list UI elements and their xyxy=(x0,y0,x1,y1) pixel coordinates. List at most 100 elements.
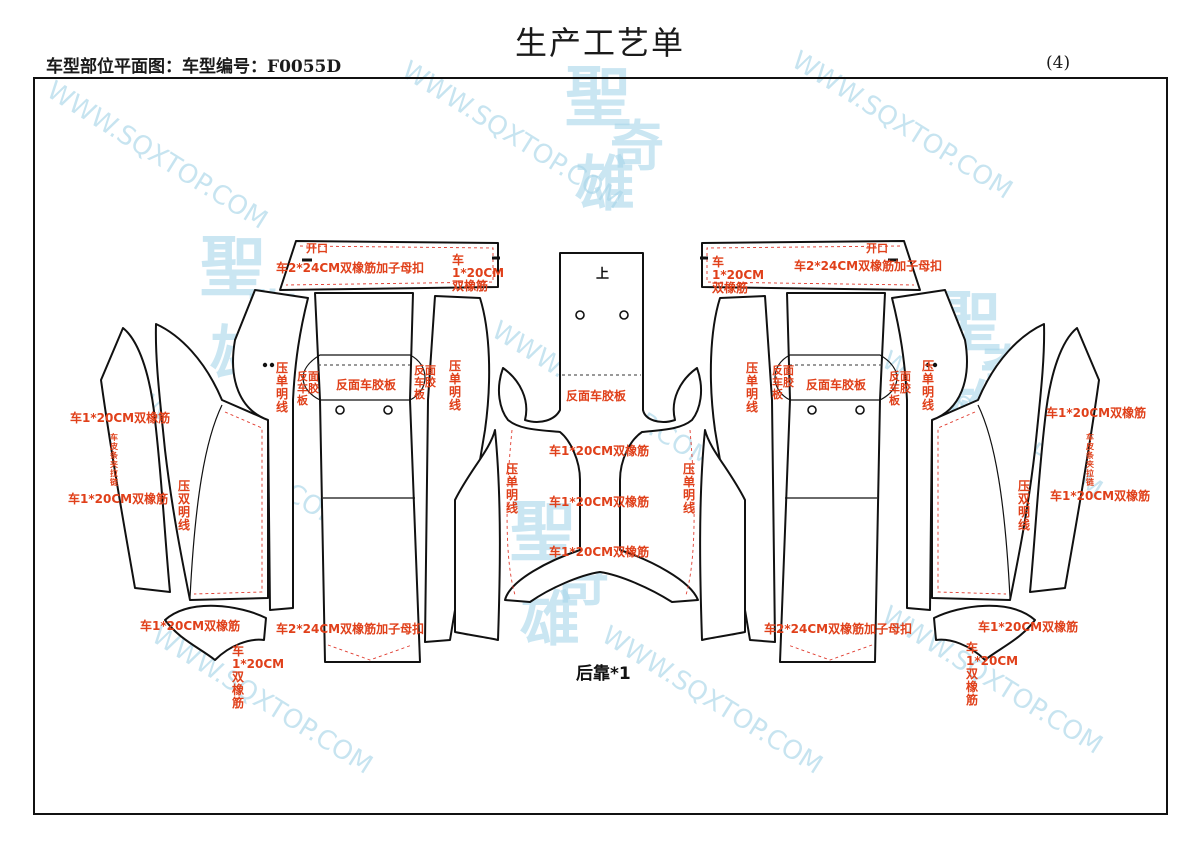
label-press-single: 单 xyxy=(922,371,934,386)
hole-marker xyxy=(262,362,268,368)
label-sew-20cm: 车1*20CM双橡筋 xyxy=(1050,488,1150,503)
hole-marker xyxy=(619,310,629,320)
label-rev-glue-v2: 车胶 xyxy=(414,375,436,389)
seam-line xyxy=(937,411,1007,595)
label-sew-20cm: 车1*20CM双橡筋 xyxy=(1046,405,1146,420)
seam-line xyxy=(327,644,413,661)
label-sew-20cm-v: 橡 xyxy=(232,682,245,697)
label-sew-20cm-v: 筋 xyxy=(231,695,244,710)
hole-marker xyxy=(855,405,865,415)
right-pattern-group xyxy=(699,240,1100,663)
label-sew-20cm: 车1*20CM双橡筋 xyxy=(68,491,168,506)
label-small-v: 条 xyxy=(1085,450,1095,460)
watermark-url: WWW.SQXTOP.COM xyxy=(786,45,1017,205)
page-number: (4) xyxy=(1046,53,1071,73)
label-press-double: 线 xyxy=(178,517,190,532)
hole-marker xyxy=(807,405,817,415)
seam-line xyxy=(787,644,873,661)
label-rev-glue-v1: 反面 xyxy=(414,363,436,377)
label-press-double: 明 xyxy=(178,505,190,519)
model-plan-subtitle: 车型部位平面图：车型编号：F0055D xyxy=(46,57,342,77)
inner-curve xyxy=(189,404,223,599)
label-small-v: 夹 xyxy=(1086,459,1094,469)
label-press-single: 单 xyxy=(683,474,695,489)
label-small-v: 夹 xyxy=(110,459,118,469)
label-press-single: 线 xyxy=(746,399,758,414)
watermark-logo-char: 奇 xyxy=(610,114,664,178)
inner-curve xyxy=(977,404,1011,599)
hole-marker xyxy=(335,405,345,415)
label-press-single: 单 xyxy=(746,373,758,388)
label-small-v: 拉 xyxy=(1086,468,1094,478)
label-rev-glue-v3: 板 xyxy=(889,393,901,407)
label-sew-20cm-line3: 双橡筋 xyxy=(712,280,748,295)
pattern-piece-outer-right xyxy=(1029,327,1100,593)
label-press-double: 压 xyxy=(1018,479,1030,493)
label-rev-glue-v1: 反面 xyxy=(772,363,794,377)
label-rev-glue-v3: 板 xyxy=(297,393,309,407)
label-rev-glue-v3: 板 xyxy=(414,387,426,401)
label-press-single: 明 xyxy=(746,387,758,401)
center-labels: 上 反面车胶板 车1*20CM双橡筋 车1*20CM双橡筋 车1*20CM双橡筋… xyxy=(549,267,649,684)
pattern-piece-top-strip xyxy=(279,240,499,291)
label-sew-20cm-v: 双 xyxy=(232,670,244,684)
label-press-single: 单 xyxy=(506,474,518,489)
label-sew-20cm: 车1*20CM双橡筋 xyxy=(549,494,649,509)
label-press-single: 明 xyxy=(683,488,695,502)
label-press-single: 明 xyxy=(449,385,461,399)
label-sew-20cm-line1: 车 xyxy=(712,254,724,269)
label-sew-20cm: 车1*20CM双橡筋 xyxy=(70,410,170,425)
label-rev-glue-v2: 车胶 xyxy=(772,375,794,389)
label-small-v: 链 xyxy=(110,477,119,487)
label-sew-20cm-line2: 1*20CM xyxy=(712,268,764,282)
pattern-piece-main-panel-left xyxy=(314,292,421,663)
pattern-piece-curve-right xyxy=(699,429,746,641)
pattern-piece-side-left xyxy=(154,323,269,601)
pattern-piece-back-rest xyxy=(497,252,703,603)
label-sew-20cm-v: 车 xyxy=(966,640,978,655)
label-sew-24cm-buckle: 车2*24CM双橡筋加子母扣 xyxy=(794,258,942,273)
label-rev-glue-v2: 车胶 xyxy=(889,381,911,395)
seam-line xyxy=(506,429,516,596)
label-press-double: 明 xyxy=(1018,505,1030,519)
watermark-url: WWW.SQXTOP.COM xyxy=(41,75,272,235)
hole-marker xyxy=(269,362,275,368)
label-back-rest: 后靠*1 xyxy=(576,663,631,684)
label-sew-24cm-buckle: 车2*24CM双橡筋加子母扣 xyxy=(276,621,424,636)
watermark-logo-char: 雄 xyxy=(575,150,635,220)
label-press-double: 压 xyxy=(178,479,190,493)
label-sew-20cm-v: 1*20CM xyxy=(966,654,1018,668)
label-small-v: 条 xyxy=(109,450,119,460)
label-press-single: 明 xyxy=(506,488,518,502)
label-sew-20cm-v: 橡 xyxy=(966,679,979,694)
label-press-single: 单 xyxy=(449,371,461,386)
pattern-piece-top-strip xyxy=(701,240,921,291)
label-press-single: 线 xyxy=(683,500,695,515)
label-small-v: 拉 xyxy=(110,468,118,478)
label-rev-glue-v1: 反面 xyxy=(889,369,911,383)
label-rev-glue-panel: 反面车胶板 xyxy=(566,388,627,403)
seam-line xyxy=(685,429,695,596)
label-press-single: 压 xyxy=(276,361,288,375)
left-labels: 开口 车2*24CM双橡筋加子母扣 车 1*20CM 双橡筋 反面车胶板 反面 … xyxy=(68,242,518,710)
label-press-double: 线 xyxy=(1018,517,1030,532)
label-sew-20cm-line1: 车 xyxy=(452,252,464,267)
hole-marker xyxy=(932,362,938,368)
seam-line xyxy=(706,245,915,286)
label-rev-glue-v2: 车胶 xyxy=(297,381,319,395)
label-rev-glue-panel: 反面车胶板 xyxy=(336,377,397,392)
label-press-single: 明 xyxy=(922,385,934,399)
label-press-single: 压 xyxy=(683,462,695,476)
label-sew-20cm-v: 1*20CM xyxy=(232,657,284,671)
hole-marker xyxy=(925,362,931,368)
center-pattern-group xyxy=(497,252,703,603)
left-pattern-group xyxy=(100,240,501,663)
label-sew-20cm-line3: 双橡筋 xyxy=(452,278,488,293)
pattern-piece-curve-left xyxy=(454,429,501,641)
label-press-single: 线 xyxy=(449,397,461,412)
pattern-piece-shoulder-right xyxy=(891,289,968,611)
hole-marker xyxy=(575,310,585,320)
label-opening: 开口 xyxy=(306,242,328,255)
label-press-single: 压 xyxy=(449,359,461,373)
